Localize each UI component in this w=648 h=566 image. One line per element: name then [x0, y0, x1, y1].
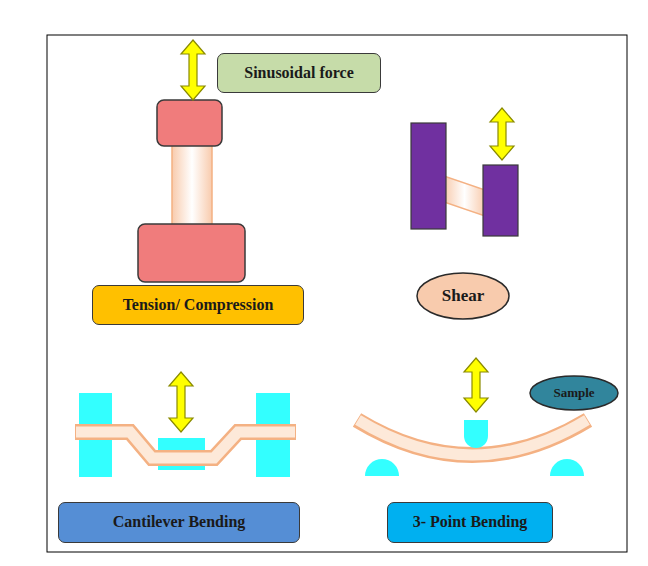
- mode-box: Cantilever Bending: [58, 502, 300, 543]
- node-label: Sample: [553, 386, 594, 401]
- lower-grip: [138, 224, 245, 282]
- force-arrow: [181, 40, 205, 100]
- mode-box: 3- Point Bending: [387, 502, 553, 543]
- frame: [47, 35, 627, 552]
- shear-sample: [444, 176, 485, 216]
- force-arrow: [490, 108, 514, 160]
- shear-plate: [483, 165, 518, 236]
- shear-rig: [411, 108, 518, 236]
- beam-sample: [76, 432, 295, 458]
- shear-plate: [411, 123, 446, 229]
- node-label: Cantilever Bending: [113, 513, 246, 531]
- three-point-rig: [357, 358, 588, 476]
- force-arrow: [169, 372, 193, 432]
- node-label: Tension/ Compression: [123, 296, 274, 314]
- support: [365, 459, 399, 476]
- mode-box: Tension/ Compression: [92, 285, 304, 325]
- loading-nose: [464, 420, 488, 448]
- beam-sample: [357, 420, 588, 455]
- beam-sample: [358, 420, 587, 455]
- ellipse-shape: [417, 273, 509, 319]
- node-label: Sinusoidal force: [244, 64, 354, 82]
- force-label-box: Sinusoidal force: [217, 53, 381, 93]
- force-arrow: [464, 358, 488, 412]
- node-label: 3- Point Bending: [413, 513, 528, 531]
- support: [550, 459, 584, 476]
- ellipse-shape: [530, 376, 618, 410]
- upper-grip: [157, 100, 222, 146]
- mode-ellipse: Shear: [416, 272, 510, 320]
- rod-sample: [172, 144, 212, 226]
- cantilever-rig: [75, 372, 296, 477]
- beam-sample: [75, 432, 296, 458]
- node-label: Shear: [442, 286, 485, 306]
- sample-callout: Sample: [529, 375, 619, 411]
